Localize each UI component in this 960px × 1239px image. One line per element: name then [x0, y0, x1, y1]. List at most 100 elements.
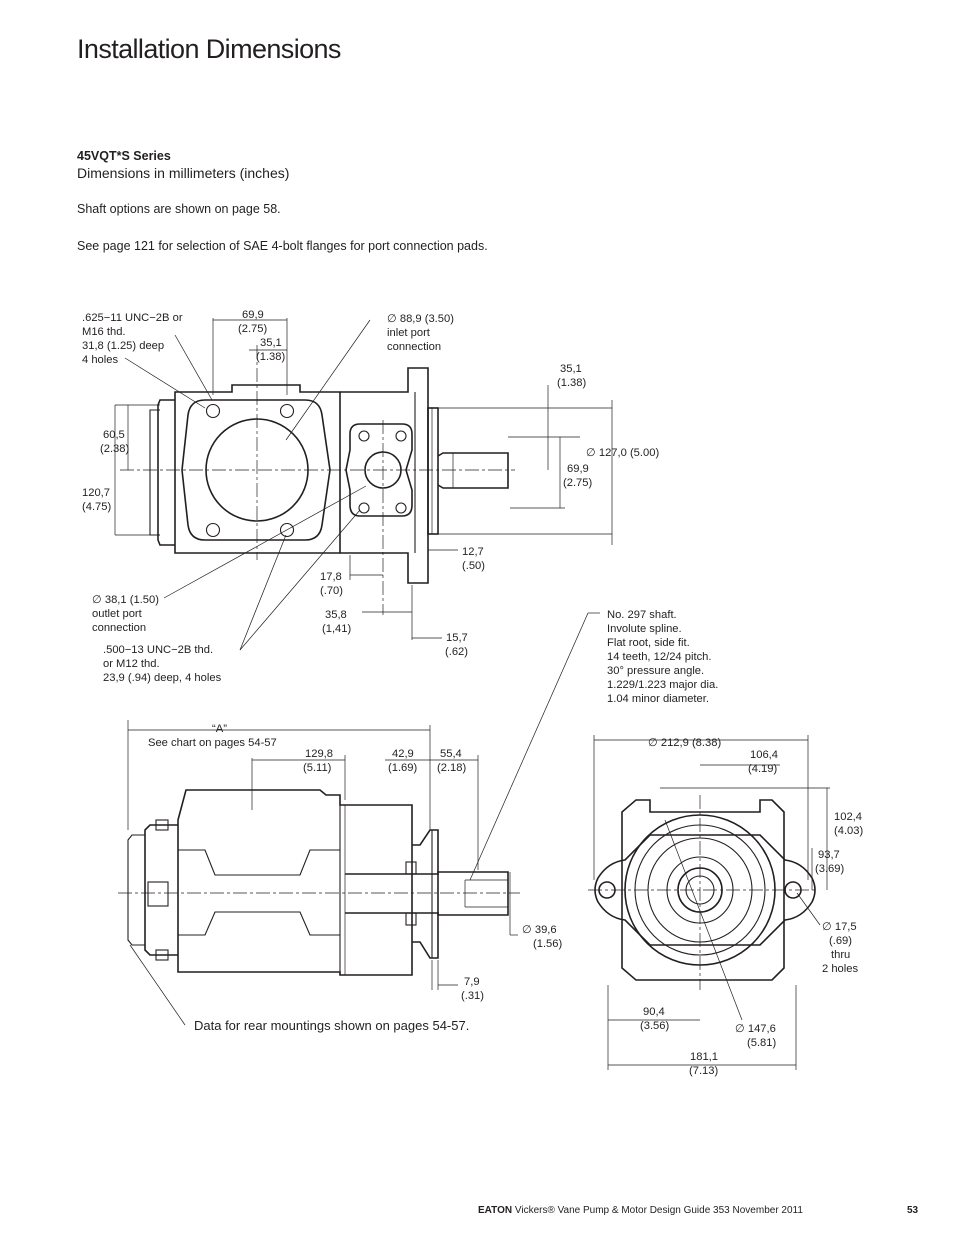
outlet-port-label: ∅ 38,1 (1.50): [92, 594, 159, 606]
svg-text:or M12 thd.: or M12 thd.: [103, 658, 160, 670]
svg-text:(4.19): (4.19): [748, 763, 777, 775]
svg-text:(2.18): (2.18): [437, 762, 466, 774]
dim-90-4: 90,4: [643, 1006, 665, 1018]
svg-text:(.69): (.69): [829, 935, 852, 947]
svg-text:(1.69): (1.69): [388, 762, 417, 774]
rear-mountings-note: Data for rear mountings shown on pages 5…: [194, 1018, 469, 1033]
svg-text:(1.38): (1.38): [256, 351, 285, 363]
dim-39-6: ∅ 39,6: [522, 924, 557, 936]
dim-17-8: 17,8: [320, 571, 342, 583]
footer-text: Vickers® Vane Pump & Motor Design Guide …: [514, 1205, 803, 1216]
outlet-flange-pad: [345, 423, 413, 517]
svg-text:(4.75): (4.75): [82, 501, 111, 513]
side-view-drawing: [118, 720, 520, 1026]
dim-42-9: 42,9: [392, 748, 414, 760]
inlet-holes-label: .625−11 UNC−2B or: [82, 312, 183, 324]
footer-brand: EATON: [478, 1205, 513, 1216]
svg-text:(.62): (.62): [445, 646, 468, 658]
dim-a-note: See chart on pages 54-57: [148, 737, 277, 749]
dim-60-5: 60,5: [103, 429, 125, 441]
page-number: 53: [907, 1205, 919, 1216]
side-front-flange: [412, 829, 439, 959]
svg-text:(7.13): (7.13): [689, 1065, 718, 1077]
top-view-labels: .625−11 UNC−2B or M16 thd. 31,8 (1.25) d…: [82, 309, 659, 684]
svg-text:(2.38): (2.38): [100, 443, 129, 455]
dim-181-1: 181,1: [690, 1051, 718, 1063]
end-view-drawing: [588, 735, 830, 1070]
svg-text:(.50): (.50): [462, 560, 485, 572]
outlet-holes-label: .500−13 UNC−2B thd.: [103, 644, 213, 656]
svg-text:4 holes: 4 holes: [82, 354, 118, 366]
svg-text:23,9 (.94) deep, 4 holes: 23,9 (.94) deep, 4 holes: [103, 672, 222, 684]
end-body-outline: [621, 799, 785, 981]
svg-text:(5.11): (5.11): [303, 762, 332, 774]
dim-120-7: 120,7: [82, 487, 110, 499]
footer: EATON Vickers® Vane Pump & Motor Design …: [478, 1205, 803, 1216]
side-internal-rotor: [178, 849, 340, 936]
shaft-spec-callout: No. 297 shaft. Involute spline. Flat roo…: [469, 609, 718, 881]
top-flange-plate: [427, 407, 439, 535]
top-shaft: [437, 452, 509, 489]
dim-212-9: ∅ 212,9 (8.38): [648, 737, 721, 749]
dim-15-7: 15,7: [446, 632, 468, 644]
svg-text:connection: connection: [92, 622, 146, 634]
svg-text:(.31): (.31): [461, 990, 484, 1002]
dim-129-8: 129,8: [305, 748, 333, 760]
dim-a: “A”: [212, 723, 227, 735]
flange-note: See page 121 for selection of SAE 4-bolt…: [77, 239, 488, 253]
shaft-spec-line: No. 297 shaft.: [607, 609, 677, 621]
dim-127: ∅ 127,0 (5.00): [586, 447, 659, 459]
svg-text:(3.69): (3.69): [815, 863, 844, 875]
top-view-drawing: [114, 318, 613, 651]
svg-text:30° pressure angle.: 30° pressure angle.: [607, 665, 704, 677]
svg-text:M16 thd.: M16 thd.: [82, 326, 126, 338]
dim-55-4: 55,4: [440, 748, 462, 760]
svg-text:(.70): (.70): [320, 585, 343, 597]
svg-text:31,8 (1.25) deep: 31,8 (1.25) deep: [82, 340, 164, 352]
svg-text:14 teeth, 12/24 pitch.: 14 teeth, 12/24 pitch.: [607, 651, 712, 663]
side-body-outline: [177, 789, 413, 976]
svg-text:Flat root, side fit.: Flat root, side fit.: [607, 637, 690, 649]
dim-35-8: 35,8: [325, 609, 347, 621]
dim-147-6: ∅ 147,6: [735, 1023, 776, 1035]
svg-text:1.229/1.223 major dia.: 1.229/1.223 major dia.: [607, 679, 718, 691]
dim-69-9: 69,9: [242, 309, 264, 321]
shaft-options-note: Shaft options are shown on page 58.: [77, 202, 281, 216]
svg-text:(1.38): (1.38): [557, 377, 586, 389]
dim-7-9: 7,9: [464, 976, 480, 988]
dim-35-1-right: 35,1: [560, 363, 582, 375]
dim-93-7: 93,7: [818, 849, 840, 861]
series-title: 45VQT*S Series: [77, 149, 171, 163]
end-view-labels: ∅ 212,9 (8.38) 106,4 (4.19) 102,4 (4.03)…: [640, 737, 863, 1077]
side-rear-cap: [144, 824, 178, 956]
dim-106-4: 106,4: [750, 749, 778, 761]
svg-text:connection: connection: [387, 341, 441, 353]
page-title: Installation Dimensions: [77, 34, 341, 64]
side-view-labels: “A” See chart on pages 54-57 129,8 (5.11…: [148, 723, 562, 1033]
dim-35-1: 35,1: [260, 337, 282, 349]
svg-text:Involute spline.: Involute spline.: [607, 623, 682, 635]
dim-17-5: ∅ 17,5: [822, 921, 857, 933]
svg-text:outlet port: outlet port: [92, 608, 143, 620]
svg-text:(1.56): (1.56): [533, 938, 562, 950]
svg-text:thru: thru: [831, 949, 850, 961]
svg-text:inlet port: inlet port: [387, 327, 431, 339]
svg-text:(3.56): (3.56): [640, 1020, 669, 1032]
inlet-flange-pad: [181, 399, 331, 541]
top-body-outline: [174, 384, 341, 554]
svg-text:(4.03): (4.03): [834, 825, 863, 837]
side-shaft: [345, 871, 509, 916]
inlet-port-label: ∅ 88,9 (3.50): [387, 313, 454, 325]
svg-text:(2.75): (2.75): [563, 477, 592, 489]
dim-69-9-right: 69,9: [567, 463, 589, 475]
svg-text:1.04 minor diameter.: 1.04 minor diameter.: [607, 693, 709, 705]
dim-12-7: 12,7: [462, 546, 484, 558]
svg-text:(2.75): (2.75): [238, 323, 267, 335]
svg-text:(1,41): (1,41): [322, 623, 351, 635]
top-rear-cap: [157, 399, 175, 546]
dim-102-4: 102,4: [834, 811, 862, 823]
svg-text:(5.81): (5.81): [747, 1037, 776, 1049]
svg-text:2 holes: 2 holes: [822, 963, 858, 975]
units-note: Dimensions in millimeters (inches): [77, 165, 290, 181]
